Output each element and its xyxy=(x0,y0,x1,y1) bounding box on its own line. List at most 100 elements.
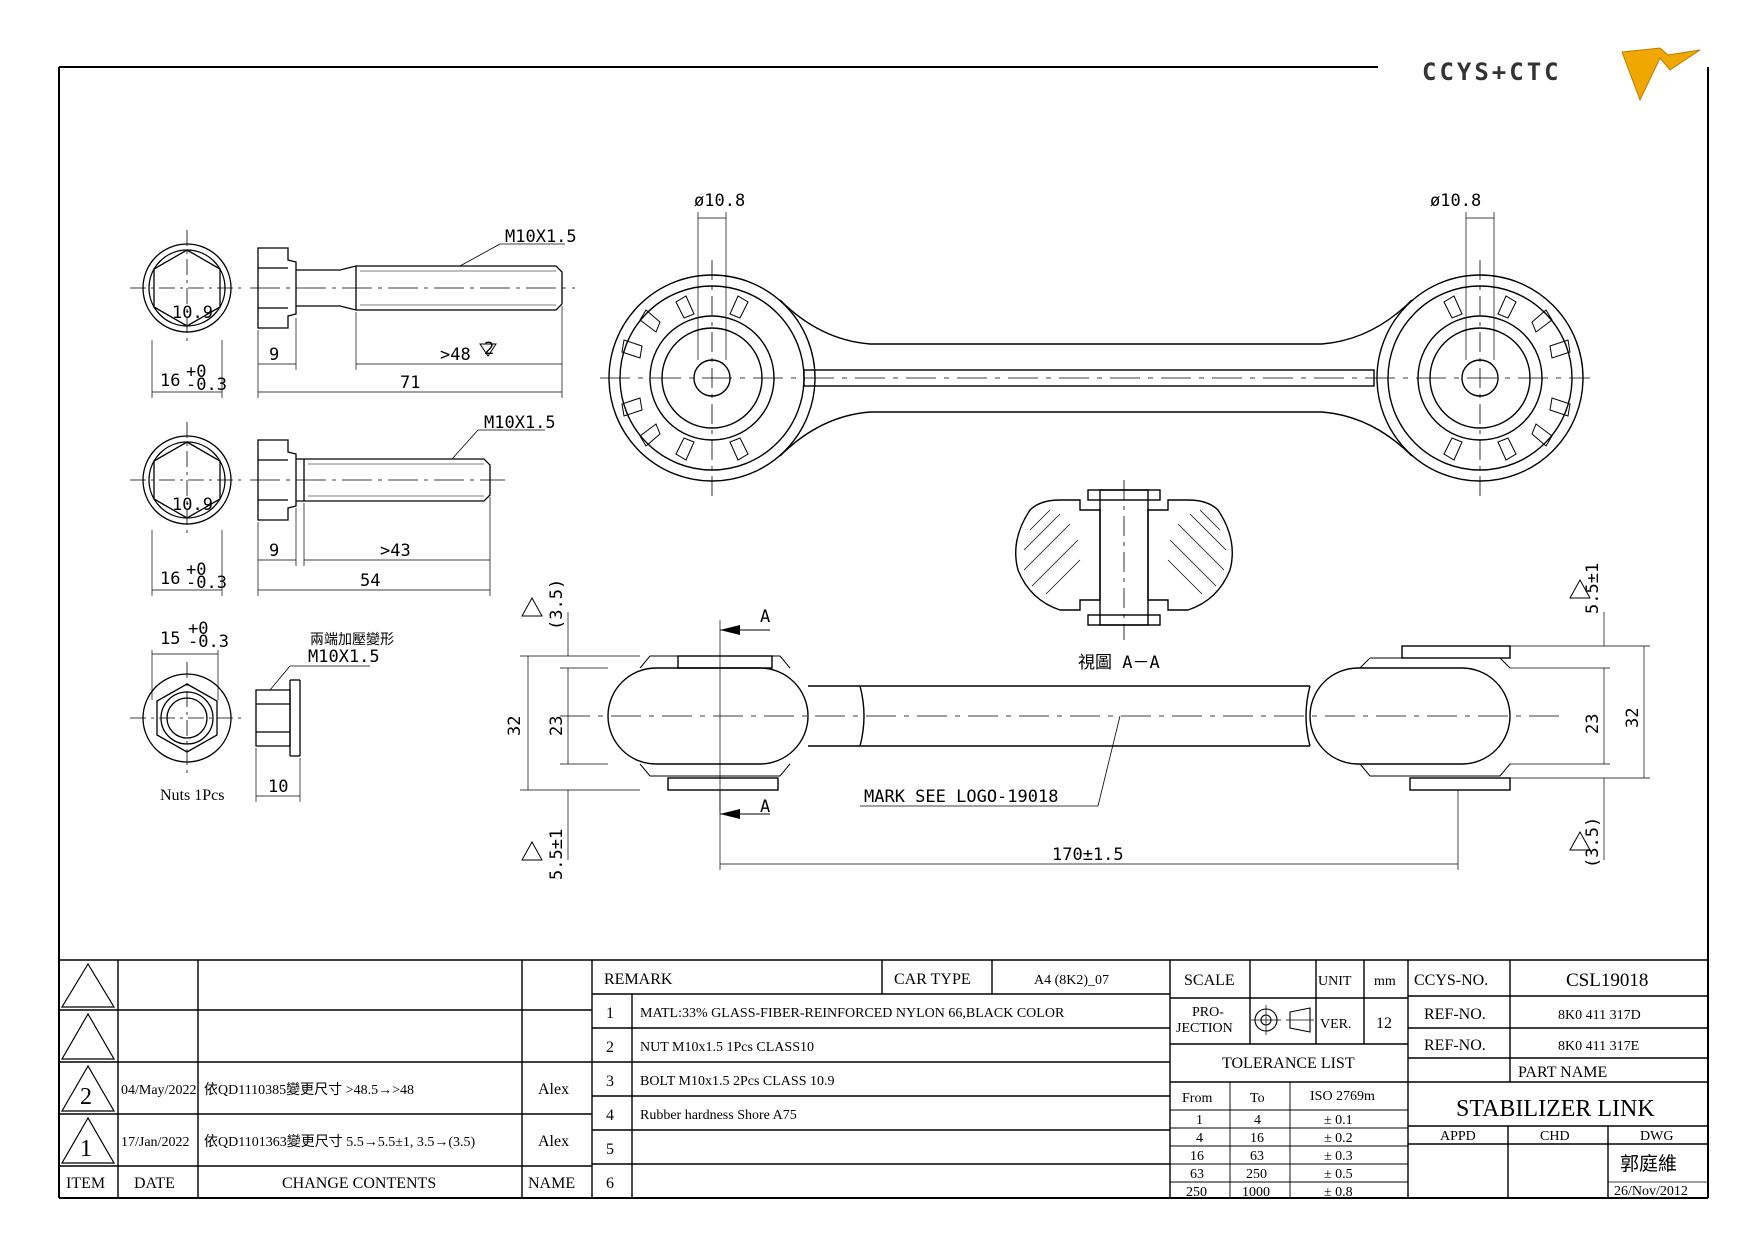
length-dim: 170±1.5 xyxy=(1052,845,1124,865)
bolt-2-tol-plus: +0 xyxy=(186,560,206,580)
tol-row-1-val: ± 0.1 xyxy=(1324,1113,1353,1128)
bolt-1-tol-plus: +0 xyxy=(186,362,206,382)
ref-no-label-2: REF-NO. xyxy=(1424,1037,1486,1054)
bolt-1-head-width: 16 xyxy=(160,371,180,391)
remark-text-2: NUT M10x1.5 1Pcs CLASS10 xyxy=(640,1040,814,1055)
proj-label-2: JECTION xyxy=(1176,1021,1233,1036)
tol-row-4-to: 250 xyxy=(1246,1167,1267,1182)
unit-label: UNIT xyxy=(1318,974,1352,989)
section-a-a-view xyxy=(1015,480,1233,640)
car-type-label: CAR TYPE xyxy=(894,971,971,988)
dia-right-label: ø10.8 xyxy=(1430,191,1481,211)
ref-no-label-1: REF-NO. xyxy=(1424,1006,1486,1023)
rev-header-item: ITEM xyxy=(66,1175,105,1192)
nut-tol-minus: -0.3 xyxy=(188,632,229,652)
title-block-grid xyxy=(59,959,1708,1198)
link-front-view xyxy=(520,578,1650,870)
tol-row-3-val: ± 0.3 xyxy=(1324,1149,1353,1164)
bolt-1-rev-mark: 2 xyxy=(484,339,494,359)
tol-row-2-to: 16 xyxy=(1250,1131,1264,1146)
bolt-2-grade-label: 10.9 xyxy=(172,495,213,515)
scale-label: SCALE xyxy=(1184,972,1235,989)
nut-qty-label: Nuts 1Pcs xyxy=(160,787,224,804)
dim-55-right: 5.5±1 xyxy=(1583,563,1603,614)
remark-text-4: Rubber hardness Shore A75 xyxy=(640,1108,797,1123)
ver-value: 12 xyxy=(1376,1015,1392,1032)
tol-row-1-from: 1 xyxy=(1196,1113,1203,1128)
bolt-2-tol-minus: -0.3 xyxy=(186,573,227,593)
nut-view xyxy=(130,650,370,802)
dwg-label: DWG xyxy=(1640,1129,1673,1144)
remark-n-1: 1 xyxy=(606,1005,614,1022)
bolt-2-head-len: 9 xyxy=(269,541,279,561)
drawing-date: 26/Nov/2012 xyxy=(1614,1184,1688,1199)
ccys-no-label: CCYS-NO. xyxy=(1414,972,1488,989)
appd-label: APPD xyxy=(1440,1129,1476,1144)
rev-2-item: 2 xyxy=(80,1084,92,1110)
unit-value: mm xyxy=(1374,974,1396,989)
car-type-value: A4 (8K2)_07 xyxy=(1034,973,1109,988)
nut-thread-label: M10X1.5 xyxy=(308,647,380,667)
section-a-bottom: A xyxy=(760,797,770,817)
dim-23-left: 23 xyxy=(547,716,567,736)
rev-2-content: 依QD1110385變更尺寸 >48.5→>48 xyxy=(204,1082,414,1098)
remark-n-5: 5 xyxy=(606,1141,614,1158)
bolt-1-thread-label: M10X1.5 xyxy=(505,227,577,247)
tol-row-2-from: 4 xyxy=(1196,1131,1203,1146)
drawer-name: 郭庭維 xyxy=(1620,1153,1677,1175)
dim-32-right: 32 xyxy=(1623,708,1643,728)
tol-row-3-from: 16 xyxy=(1190,1149,1204,1164)
nut-note: 兩端加壓變形 xyxy=(310,632,394,648)
section-a-top: A xyxy=(760,607,770,627)
tol-row-4-from: 63 xyxy=(1190,1167,1204,1182)
bolt-2-total-len: 54 xyxy=(360,571,380,591)
rev-2-date: 04/May/2022 xyxy=(121,1083,196,1098)
bolt-1-total-len: 71 xyxy=(400,373,420,393)
dim-23-right: 23 xyxy=(1583,714,1603,734)
nut-tol-plus: +0 xyxy=(188,619,208,639)
rev-1-date: 17/Jan/2022 xyxy=(121,1135,189,1150)
remark-n-3: 3 xyxy=(606,1073,614,1090)
rev-header-content: CHANGE CONTENTS xyxy=(282,1175,436,1192)
tol-row-5-to: 1000 xyxy=(1242,1185,1270,1200)
ref-no-value-1: 8K0 411 317D xyxy=(1558,1008,1641,1023)
dim-35-left: (3.5) xyxy=(547,579,567,630)
logo-mark-icon xyxy=(1621,47,1701,102)
bolt-1-tol-minus: -0.3 xyxy=(186,375,227,395)
nut-height: 10 xyxy=(268,777,288,797)
chd-label: CHD xyxy=(1540,1129,1570,1144)
bolt-1-thread-len: >48 xyxy=(440,345,471,365)
tol-row-2-val: ± 0.2 xyxy=(1324,1131,1353,1146)
company-logo: CCYS+CTC xyxy=(1422,47,1701,102)
projection-symbol-icon xyxy=(1251,1005,1314,1035)
logo-text: CCYS+CTC xyxy=(1422,58,1562,86)
dim-32-left: 32 xyxy=(505,716,525,736)
remark-text-1: MATL:33% GLASS-FIBER-REINFORCED NYLON 66… xyxy=(640,1006,1065,1021)
rev-1-content: 依QD1101363變更尺寸 5.5→5.5±1, 3.5→(3.5) xyxy=(204,1134,476,1150)
tol-row-3-to: 63 xyxy=(1250,1149,1264,1164)
tol-row-1-to: 4 xyxy=(1254,1113,1261,1128)
remark-n-6: 6 xyxy=(606,1175,614,1192)
tol-header-from: From xyxy=(1182,1091,1212,1106)
tolerance-title: TOLERANCE LIST xyxy=(1222,1055,1355,1072)
tol-row-5-val: ± 0.8 xyxy=(1324,1185,1353,1200)
part-name-value: STABILIZER LINK xyxy=(1456,1096,1655,1122)
rev-2-name: Alex xyxy=(538,1081,569,1098)
bolt-1-view xyxy=(130,230,575,398)
bolt-2-thread-len: >43 xyxy=(380,541,411,561)
dia-left-label: ø10.8 xyxy=(694,191,745,211)
dim-35-right: (3.5) xyxy=(1583,817,1603,868)
mark-note: MARK SEE LOGO-19018 xyxy=(864,787,1058,807)
bolt-1-grade-label: 10.9 xyxy=(172,303,213,323)
proj-label-1: PRO- xyxy=(1192,1005,1224,1020)
rev-header-date: DATE xyxy=(134,1175,175,1192)
bolt-2-view xyxy=(130,422,545,596)
part-name-label: PART NAME xyxy=(1518,1064,1607,1081)
tol-row-5-from: 250 xyxy=(1186,1185,1207,1200)
rev-1-item: 1 xyxy=(80,1136,92,1162)
tol-row-4-val: ± 0.5 xyxy=(1324,1167,1353,1182)
remark-text-3: BOLT M10x1.5 2Pcs CLASS 10.9 xyxy=(640,1074,834,1089)
dim-55-left: 5.5±1 xyxy=(547,829,567,880)
bolt-2-head-width: 16 xyxy=(160,569,180,589)
